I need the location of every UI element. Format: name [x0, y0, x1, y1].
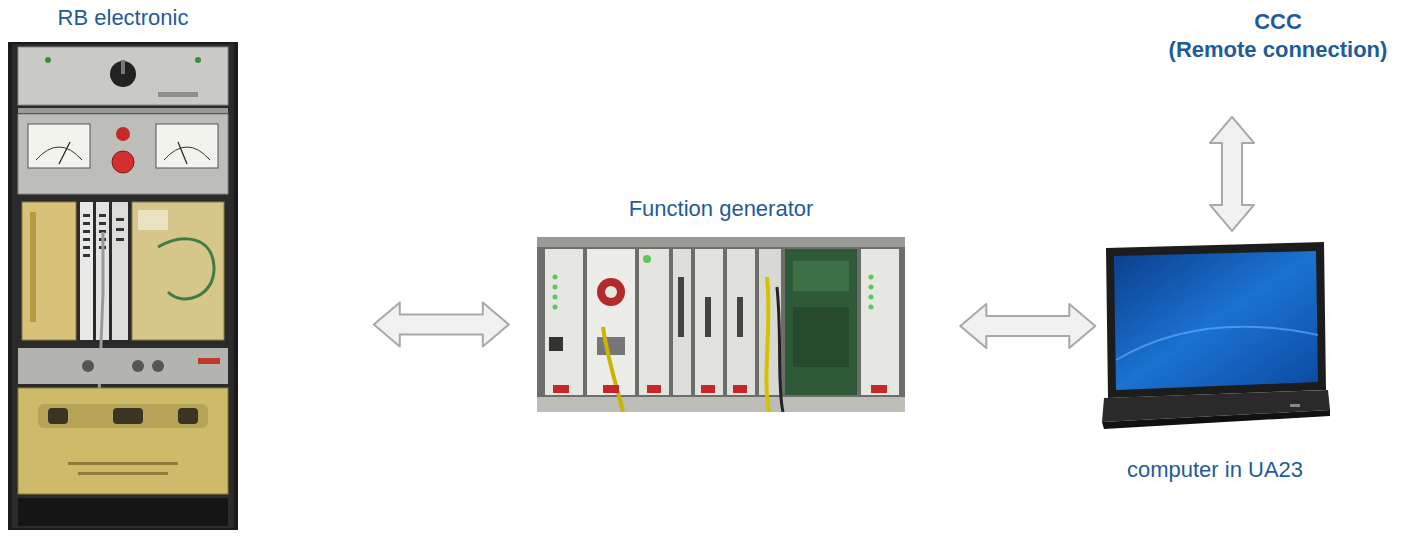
double-arrow: [960, 304, 1095, 348]
rack-photo: [8, 42, 238, 530]
laptop-picture: [1100, 240, 1330, 430]
text-node: CCC (Remote connection): [1134, 6, 1422, 66]
node-label: computer in UA23: [1127, 456, 1303, 484]
crate-frame: [537, 237, 905, 412]
laptop-screen: [1106, 242, 1326, 398]
top-panel: [18, 47, 228, 105]
double-arrow: [374, 303, 509, 347]
picture-node: RB electronic: [8, 42, 238, 530]
node-label: RB electronic: [58, 4, 189, 32]
laptop-base: [1102, 390, 1330, 429]
power-chassis: [18, 388, 228, 494]
picture-node: computer in UA23: [1100, 240, 1330, 430]
connector-strip: [18, 348, 228, 384]
rack-frame: [8, 42, 238, 530]
node-label: CCC (Remote connection): [1134, 8, 1422, 64]
picture-node: Function generator: [537, 237, 905, 412]
double-arrow: [1210, 117, 1254, 231]
function-generator-photo: [537, 237, 905, 412]
node-label: Function generator: [629, 195, 814, 223]
meter-panel: [18, 114, 228, 194]
crate-modules: [545, 249, 899, 395]
eject-levers: [553, 385, 887, 393]
cables: [603, 277, 783, 412]
